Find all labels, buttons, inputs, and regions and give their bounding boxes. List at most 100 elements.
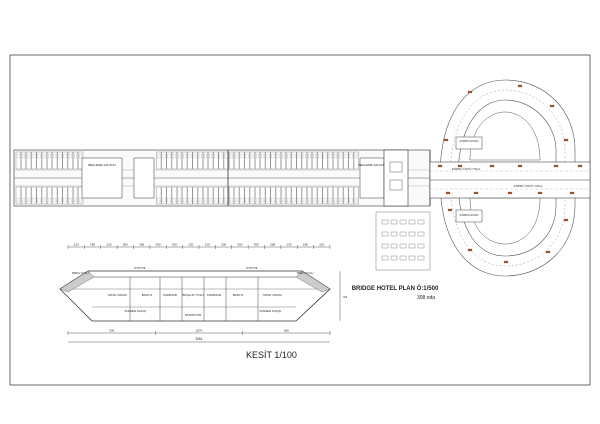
room-top-25 [213,151,219,170]
room-bottom-6 [41,186,47,205]
island-bottom [469,197,541,245]
room-top-3 [26,151,32,170]
room-bottom-5 [36,186,42,205]
dim-top-value-8: 120 [188,243,193,247]
room-top-bath-8 [53,153,57,159]
brace-right [295,270,331,293]
room-bottom-bath-43 [308,197,311,203]
room-bottom-36 [270,186,276,205]
room-top-23 [203,151,208,170]
room-bottom-23 [203,186,208,205]
parking-16 [381,255,389,261]
room-top-bath-9 [58,153,62,159]
room-top-42 [301,151,307,170]
room-top-bath-45 [318,153,322,159]
room-bottom-7 [47,186,52,205]
room-top-27 [223,151,229,170]
room-bottom-32 [249,186,255,205]
car-7 [503,260,509,264]
room-bottom-38 [281,186,286,205]
room-top-bath-21 [193,153,197,159]
room-bottom-4 [31,186,37,205]
room-top-14 [156,151,162,170]
rooms-bottom-row [15,186,359,205]
room-top-bath-38 [282,153,285,159]
room-bottom-29 [234,186,240,205]
room-bottom-bath-44 [313,197,317,203]
car-6 [545,250,551,254]
room-bottom-bath-45 [318,197,322,203]
dim-top-value-11: 300 [237,243,242,247]
room-top-bath-15 [162,153,166,159]
room-top-bath-13 [79,153,83,159]
room-top-2 [21,151,26,170]
room-bottom-39 [286,186,292,205]
room-top-bath-52 [354,153,358,159]
room-bottom-bath-37 [276,197,280,203]
brace-left [59,270,95,293]
room-bottom-bath-25 [214,197,218,203]
room-bottom-50 [343,186,349,205]
car-2 [517,84,523,88]
room-top-46 [322,151,328,170]
parking-14 [408,243,416,249]
car-8 [467,248,473,252]
room-bottom-bath-26 [219,197,223,203]
lobby-core [389,161,403,173]
label-otoyol-left: OTOYOL [134,266,147,270]
room-top-39 [286,151,292,170]
road-traffic [437,84,583,264]
room-bottom-22 [197,186,203,205]
room-top-bath-50 [344,153,348,159]
parking-18 [399,255,407,261]
parking-7 [390,231,398,237]
label-otoyol-right: OTOYOL [246,266,259,270]
dim-total: 3261 [195,337,202,341]
room-top-24 [208,151,214,170]
car-16 [577,164,583,168]
room-bottom-bath-29 [235,197,239,203]
room-bottom-34 [260,186,266,205]
room-top-bath-17 [172,153,176,159]
parking-4 [408,219,416,225]
room-top-bath-40 [292,153,296,159]
lobby-core-2 [389,179,403,191]
room-bottom-bath-30 [240,197,244,203]
room-top-bath-26 [219,153,223,159]
room-top-bath-35 [266,153,270,159]
room-bottom-2 [21,186,26,205]
dim-top-value-12: 300 [254,243,259,247]
car-20 [537,191,543,195]
room-bottom-bath-39 [287,197,291,203]
dim-bottom-value-2: 1570 [196,329,203,333]
room-bottom-bath-35 [266,197,270,203]
parking-5 [417,219,425,225]
parking-2 [390,219,398,225]
room-bottom-bath-41 [297,197,301,203]
room-bottom-48 [333,186,338,205]
parking-13 [399,243,407,249]
car-14 [517,164,523,168]
car-5 [563,218,569,222]
parking-15 [417,243,425,249]
room-top-bath-14 [157,153,161,159]
room-bottom-bath-34 [261,197,265,203]
parking-3 [399,219,407,225]
room-top-bath-7 [48,153,51,159]
car-4 [563,138,569,142]
room-bottom-11 [67,186,73,205]
room-bottom-bath-10 [63,197,67,203]
room-top-5 [36,151,42,170]
room-bottom-bath-51 [349,197,353,203]
dim-top-value-9: 120 [205,243,210,247]
plaza-parking [381,219,425,261]
room-top-12 [73,151,78,170]
room-bottom-bath-33 [256,197,259,203]
room-bottom-bath-20 [188,197,192,203]
room-top-45 [317,151,323,170]
room-top-bath-20 [188,153,192,159]
room-bottom-bath-11 [68,197,72,203]
room-top-16 [166,151,172,170]
room-bottom-15 [161,186,167,205]
room-bottom-18 [177,186,182,205]
